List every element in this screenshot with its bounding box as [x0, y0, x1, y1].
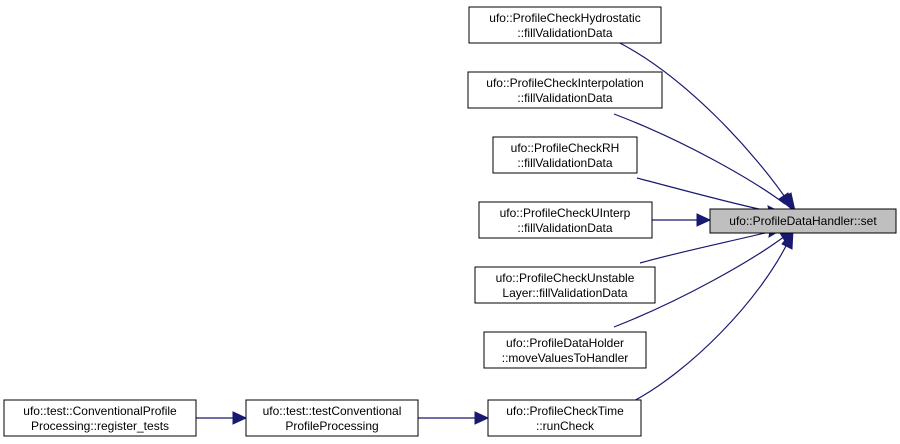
node-label-line-2: ::moveValuesToHandler: [502, 351, 629, 365]
node-profile-check-uinterp[interactable]: ufo::ProfileCheckUInterp ::fillValidatio…: [478, 201, 653, 239]
node-label-line-1: ufo::test::testConventional: [263, 404, 402, 418]
node-label: ufo::ProfileDataHandler::set: [729, 214, 877, 228]
node-profile-check-interpolation[interactable]: ufo::ProfileCheckInterpolation ::fillVal…: [467, 71, 663, 109]
node-label-line-1: ufo::ProfileCheckRH: [511, 141, 620, 155]
node-profile-data-holder[interactable]: ufo::ProfileDataHolder ::moveValuesToHan…: [483, 331, 647, 369]
node-label-line-1: ufo::test::ConventionalProfile: [23, 404, 177, 418]
edge-testconv-to-time: [418, 411, 490, 425]
node-label-line-2: Processing::register_tests: [31, 419, 169, 433]
node-profile-check-unstable-layer[interactable]: ufo::ProfileCheckUnstable Layer::fillVal…: [474, 266, 656, 304]
node-label-line-2: ::fillValidationData: [517, 156, 612, 170]
node-label-line-1: ufo::ProfileDataHolder: [506, 336, 624, 350]
edge-register-to-testconv: [196, 411, 248, 425]
node-test-conventional-profile-processing[interactable]: ufo::test::testConventional ProfileProce…: [245, 399, 419, 437]
node-label-line-1: ufo::ProfileCheckHydrostatic: [489, 11, 640, 25]
node-label-line-2: ::runCheck: [536, 419, 595, 433]
node-profile-data-handler-set[interactable]: ufo::ProfileDataHandler::set: [709, 208, 897, 234]
node-label-line-1: ufo::ProfileCheckTime: [506, 404, 624, 418]
node-profile-check-rh[interactable]: ufo::ProfileCheckRH ::fillValidationData: [492, 136, 638, 174]
nodes-layer: ufo::ProfileDataHandler::set ufo::Profil…: [3, 6, 897, 437]
node-label-line-2: ProfileProcessing: [285, 419, 378, 433]
node-label-line-1: ufo::ProfileCheckInterpolation: [486, 76, 643, 90]
node-label-line-2: ::fillValidationData: [517, 26, 612, 40]
node-label-line-1: ufo::ProfileCheckUnstable: [496, 271, 635, 285]
node-label-line-2: Layer::fillValidationData: [502, 286, 628, 300]
edge-uinterp-to-set: [652, 213, 712, 227]
node-label-line-2: ::fillValidationData: [517, 221, 612, 235]
node-label-line-1: ufo::ProfileCheckUInterp: [500, 206, 631, 220]
node-profile-check-time[interactable]: ufo::ProfileCheckTime ::runCheck: [487, 399, 642, 437]
edge-time-to-set: [629, 228, 794, 404]
edge-interpolation-to-set: [613, 113, 794, 212]
node-register-tests[interactable]: ufo::test::ConventionalProfile Processin…: [3, 399, 197, 437]
node-label-line-2: ::fillValidationData: [517, 91, 612, 105]
node-profile-check-hydrostatic[interactable]: ufo::ProfileCheckHydrostatic ::fillValid…: [468, 6, 662, 44]
